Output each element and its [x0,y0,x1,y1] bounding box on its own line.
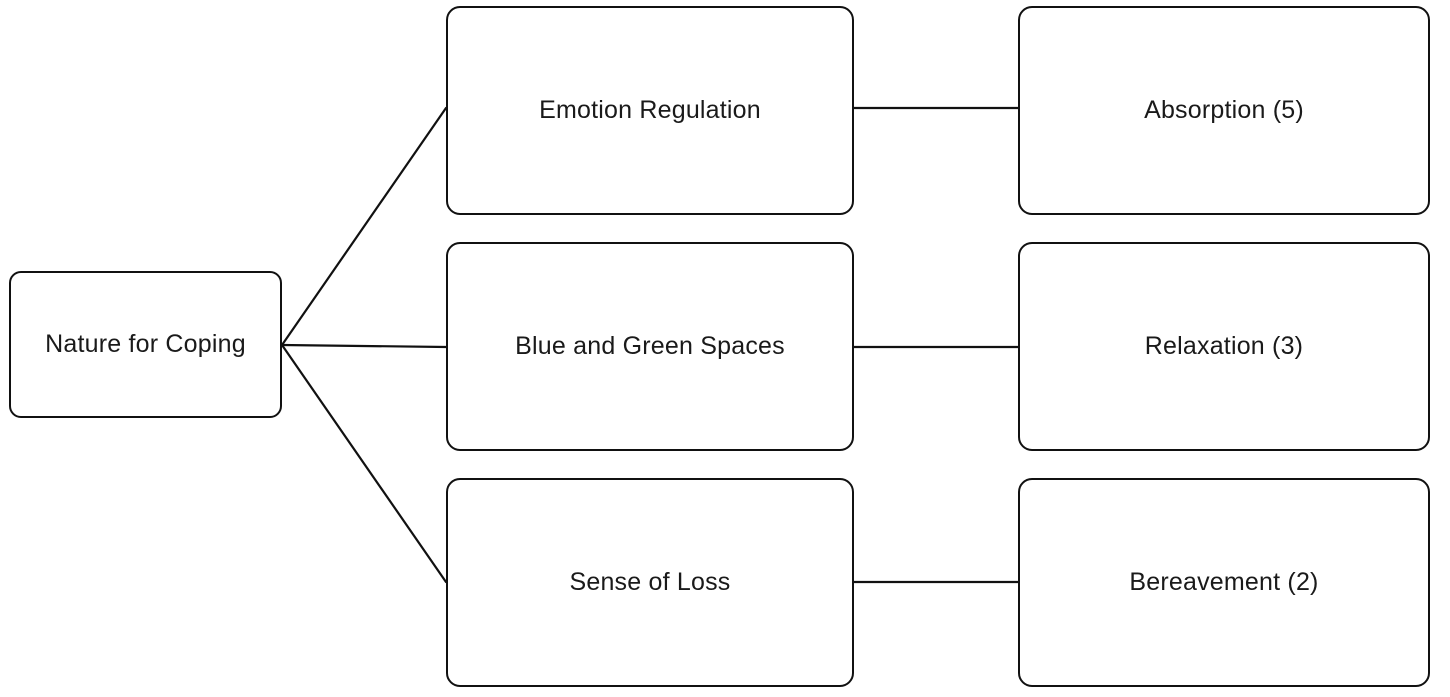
root-node-label: Nature for Coping [45,330,246,358]
subtheme-node-relaxation: Relaxation (3) [1018,242,1430,451]
connector-root-to-sense-of-loss [280,343,448,584]
subtheme-node-label: Absorption (5) [1144,96,1304,124]
root-node: Nature for Coping [9,271,282,418]
theme-node-sense-of-loss: Sense of Loss [446,478,854,687]
theme-node-label: Emotion Regulation [539,96,761,124]
connector-root-to-blue-green-spaces [280,343,448,349]
theme-node-emotion-regulation: Emotion Regulation [446,6,854,215]
theme-node-label: Blue and Green Spaces [515,332,785,360]
theme-node-blue-green-spaces: Blue and Green Spaces [446,242,854,451]
subtheme-node-absorption: Absorption (5) [1018,6,1430,215]
theme-node-label: Sense of Loss [569,568,731,596]
subtheme-node-bereavement: Bereavement (2) [1018,478,1430,687]
subtheme-node-label: Bereavement (2) [1129,568,1319,596]
subtheme-node-label: Relaxation (3) [1144,332,1304,360]
connector-root-to-emotion-regulation [280,106,448,347]
